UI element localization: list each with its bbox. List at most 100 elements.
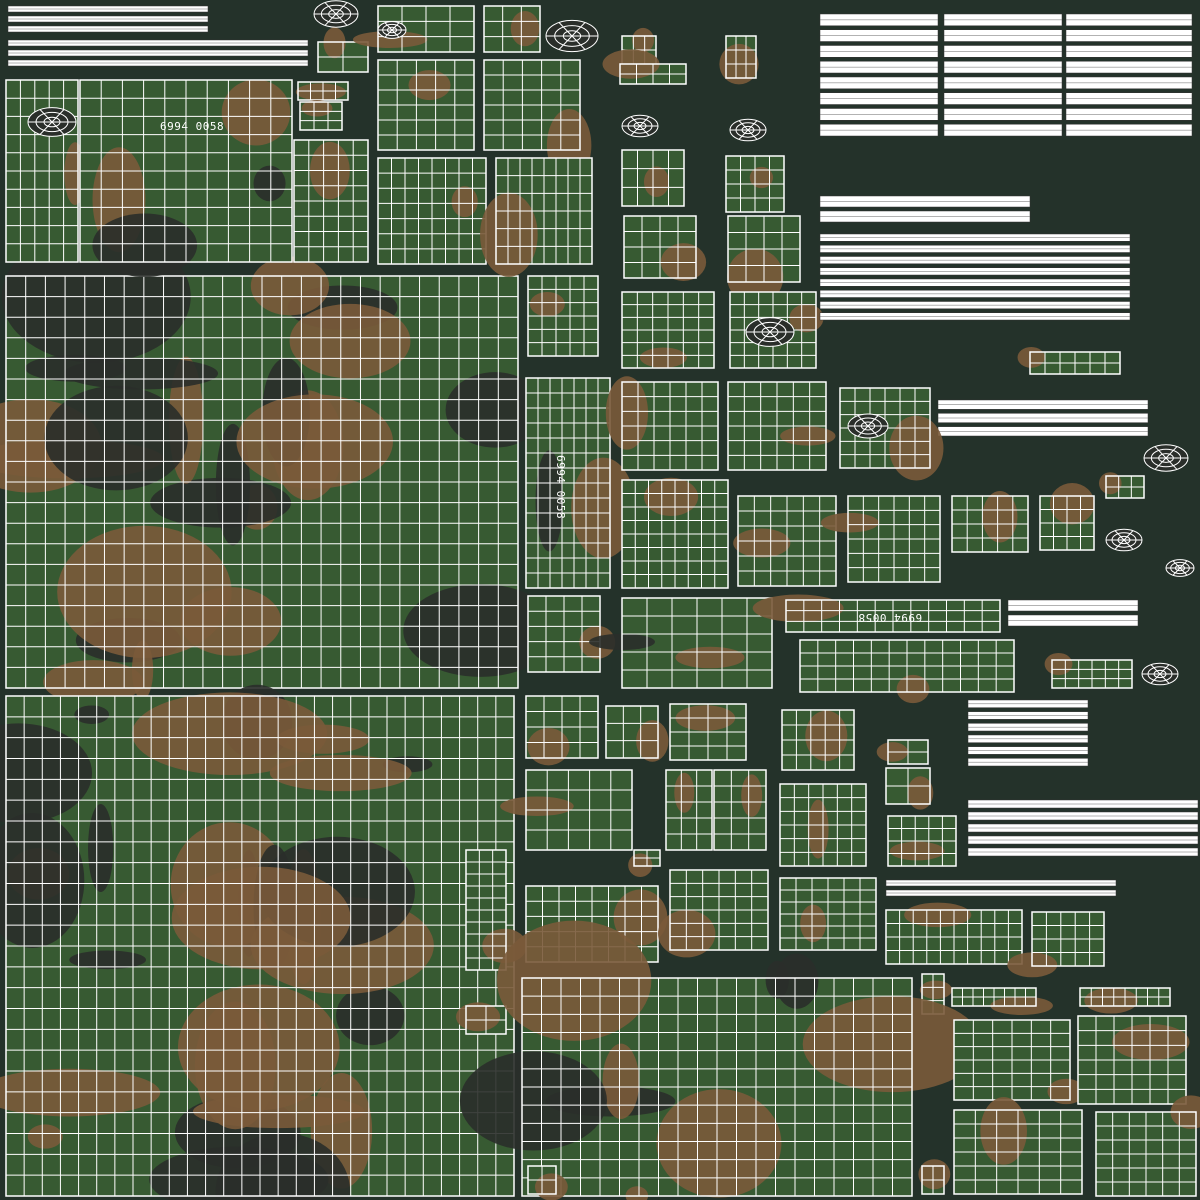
panel-f11	[887, 815, 957, 867]
camo-blob	[1049, 483, 1095, 525]
camo-blob	[605, 376, 648, 450]
camo-blob	[445, 372, 545, 448]
panel-f13	[455, 1002, 507, 1035]
wire-spoke	[639, 125, 650, 136]
panel-c6	[480, 157, 593, 277]
blob-wire	[1143, 444, 1189, 472]
camo-blob	[1084, 987, 1138, 1014]
small-panel-c	[299, 99, 343, 131]
camo-blob	[295, 83, 346, 101]
wire-spoke	[39, 109, 53, 123]
panel-f17	[885, 902, 1023, 965]
island-border	[951, 495, 1029, 553]
wire-spoke	[857, 415, 869, 427]
camo-blob	[221, 79, 291, 146]
panel-e4	[1039, 483, 1095, 551]
island-border	[839, 387, 931, 469]
island-border	[465, 1005, 507, 1035]
camo-blob	[918, 1159, 951, 1190]
wire-grid	[5, 275, 519, 689]
panel-c7	[527, 275, 599, 357]
blob-wire	[377, 21, 407, 39]
island-border	[669, 703, 747, 761]
panel-d1	[621, 149, 685, 207]
island-border	[621, 381, 719, 471]
camo-blob	[896, 674, 930, 704]
panel-d10	[733, 495, 837, 587]
side-panel-right	[293, 139, 369, 263]
panel-e8	[1044, 652, 1133, 689]
camo-blob	[88, 803, 114, 893]
wire-spoke	[769, 319, 783, 333]
blob-wire	[1141, 662, 1179, 686]
camo-blob	[1112, 1024, 1190, 1061]
camo-blob	[301, 99, 333, 117]
panel-g5	[951, 987, 1053, 1015]
camo-blob	[982, 491, 1018, 543]
camo-blob	[733, 528, 791, 558]
wire-spoke	[639, 116, 650, 127]
strip-row-4	[1007, 599, 1139, 627]
mesh-blob-k	[847, 413, 889, 439]
island-border	[725, 155, 785, 213]
camo-blob	[643, 166, 670, 198]
wire-spoke	[867, 425, 879, 437]
camo-blob	[92, 213, 198, 277]
island-border	[527, 275, 599, 357]
panel-f9	[713, 769, 767, 851]
camo-blob	[336, 986, 405, 1046]
camo-blob	[789, 304, 824, 333]
camo-blob	[632, 27, 655, 53]
island-border	[1079, 987, 1171, 1007]
mesh-blob-g	[1143, 444, 1189, 472]
camo-blob	[602, 1043, 640, 1120]
serial-number-label: 6994 0058	[160, 120, 225, 133]
island-border	[1039, 495, 1095, 551]
camo-blob	[800, 904, 827, 943]
island-border	[737, 495, 837, 587]
wire-spoke	[738, 120, 749, 131]
camo-blob	[250, 256, 330, 316]
camo-blob	[980, 1097, 1027, 1165]
panel-f10	[779, 783, 867, 867]
camo-blob	[529, 291, 565, 317]
island-border	[525, 377, 611, 589]
island-border	[1029, 351, 1121, 375]
wire-spoke	[571, 22, 586, 37]
camo-blob	[177, 984, 340, 1111]
mesh-blob-b	[313, 0, 359, 28]
panel-e5	[1017, 347, 1121, 375]
island-border	[527, 595, 601, 673]
island-border	[1051, 659, 1133, 689]
camo-blob	[253, 165, 286, 202]
blob-wire	[27, 107, 77, 137]
side-panel-left	[5, 79, 86, 263]
panel-f3	[669, 703, 747, 761]
panel-c1	[352, 5, 475, 53]
wire-spoke	[324, 2, 337, 15]
island-border	[781, 709, 855, 771]
island-border	[483, 59, 581, 151]
mesh-blob-j	[1141, 662, 1179, 686]
camo-blob	[480, 192, 538, 277]
island-border	[525, 695, 599, 759]
camo-blob	[500, 796, 574, 817]
camo-blob	[0, 723, 93, 824]
island-border	[623, 215, 697, 279]
camo-blob	[459, 1051, 607, 1151]
wire-spoke	[1179, 560, 1188, 569]
camo-blob	[628, 853, 653, 878]
panel-d14	[602, 49, 687, 85]
blob-wire	[621, 114, 659, 138]
camo-blob	[289, 303, 411, 379]
panel-f1	[525, 695, 599, 766]
wire-spoke	[1150, 664, 1161, 675]
panel-f12	[465, 849, 528, 971]
camo-blob	[323, 27, 346, 59]
island-border	[621, 597, 773, 689]
wire-grid	[521, 977, 913, 1197]
camo-blob	[215, 1133, 351, 1200]
panel-f2	[605, 705, 669, 762]
wire-spoke	[1159, 664, 1170, 675]
wire-spoke	[39, 121, 53, 135]
